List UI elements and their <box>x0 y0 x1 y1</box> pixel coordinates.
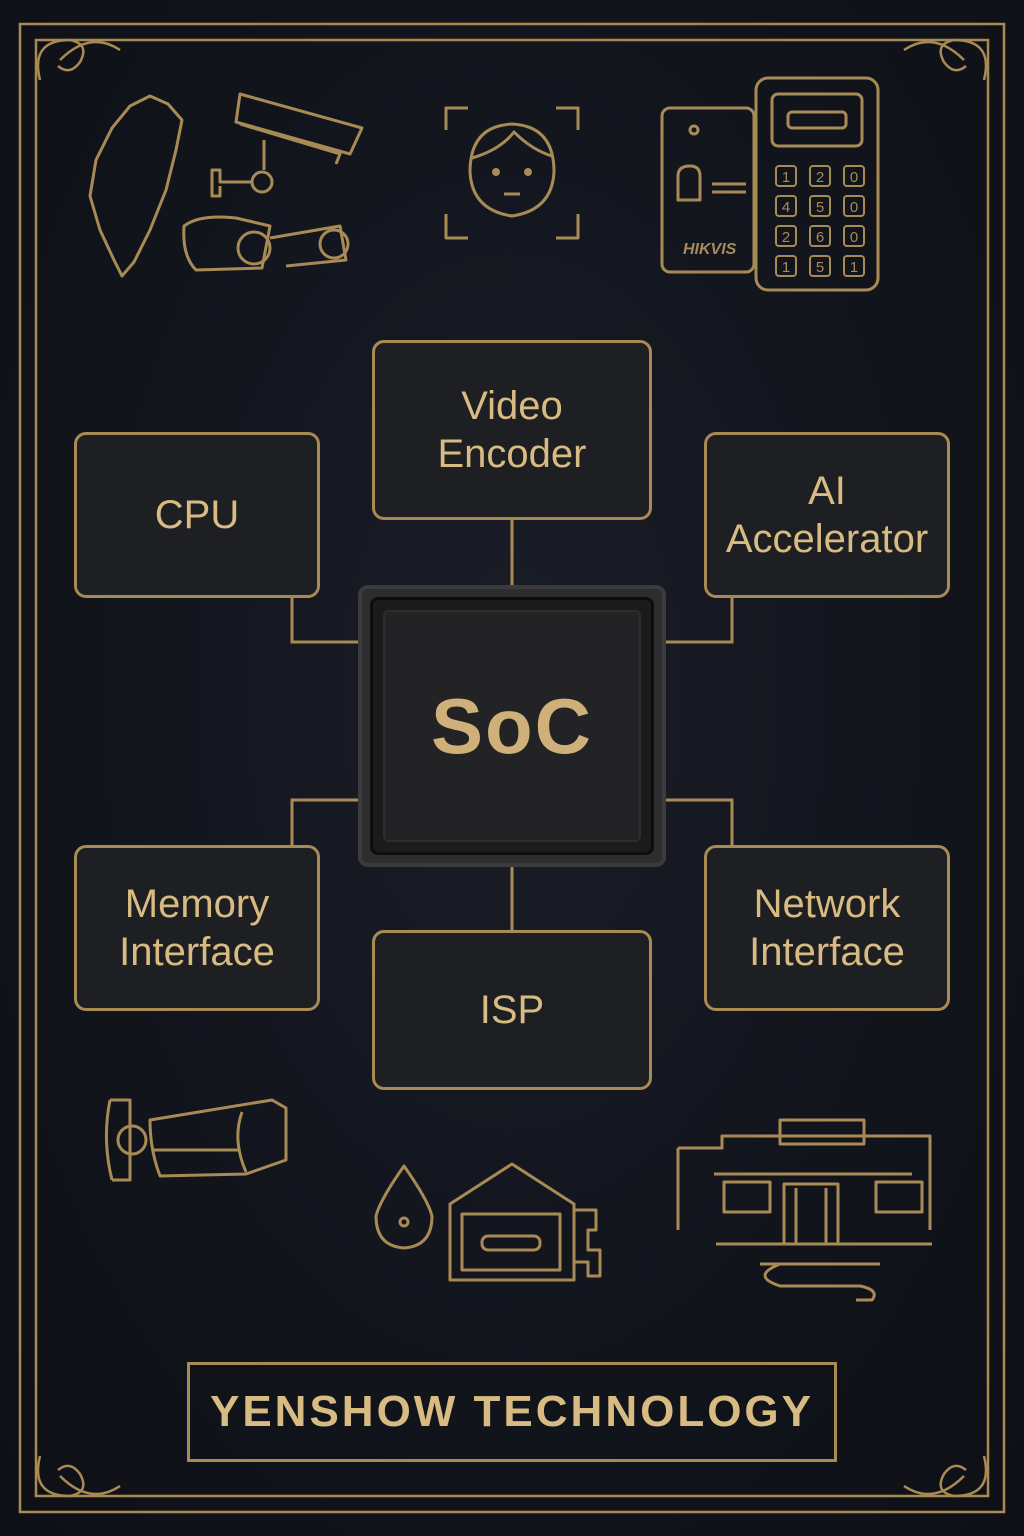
keypad-key <box>843 255 865 277</box>
smart-garage-icon <box>448 1162 602 1282</box>
keypad-key <box>809 255 831 277</box>
keypad-key-label: 4 <box>782 199 790 216</box>
keypad-key-label: 1 <box>850 259 858 276</box>
video-encoder-block: Video Encoder <box>372 340 652 520</box>
keypad-key-label: 6 <box>816 229 824 246</box>
water-drop-icon <box>374 1164 434 1250</box>
network-interface-label: Network Interface <box>749 882 905 974</box>
keypad-key <box>843 165 865 187</box>
keypad-key <box>775 165 797 187</box>
access-control-panel-icon <box>660 76 880 292</box>
keypad-icon: 1 2 0 4 5 0 2 6 0 1 5 1 <box>775 165 865 277</box>
keypad-key-label: 0 <box>850 229 858 246</box>
cpu-label: CPU <box>154 493 240 537</box>
keypad-key-label: 0 <box>850 169 858 186</box>
memory-interface-block: Memory Interface <box>74 845 320 1011</box>
ai-accelerator-block: AI Accelerator <box>704 432 950 598</box>
keypad-key-label: 2 <box>816 169 824 186</box>
keypad-key <box>775 195 797 217</box>
video-encoder-label: Video Encoder <box>437 384 587 476</box>
soc-chip: SoC <box>358 585 666 867</box>
bullet-camera-icon <box>104 1098 288 1182</box>
memory-interface-label: Memory Interface <box>119 882 275 974</box>
keypad-key-label: 5 <box>816 259 824 276</box>
ai-accelerator-label: AI Accelerator <box>725 469 929 561</box>
keypad-key <box>775 225 797 247</box>
keypad-key-label: 5 <box>816 199 824 216</box>
keypad-key-label: 1 <box>782 169 790 186</box>
storefront-icon <box>676 1118 932 1302</box>
cctv-camera-icon <box>210 92 364 198</box>
brand-banner: YENSHOW TECHNOLOGY <box>187 1362 837 1462</box>
keypad-key <box>843 195 865 217</box>
soc-label: SoC <box>431 681 593 770</box>
dome-camera-icon <box>182 215 350 272</box>
keypad-key <box>809 195 831 217</box>
isp-label: ISP <box>479 988 545 1032</box>
network-interface-block: Network Interface <box>704 845 950 1011</box>
keypad-key-label: 0 <box>850 199 858 216</box>
taiwan-map-icon <box>88 94 184 278</box>
keypad-key <box>775 255 797 277</box>
keypad-key-label: 1 <box>782 259 790 276</box>
keypad-key-label: 2 <box>782 229 790 246</box>
brand-name: YENSHOW TECHNOLOGY <box>209 1387 815 1436</box>
isp-block: ISP <box>372 930 652 1090</box>
keypad-key <box>843 225 865 247</box>
access-panel-brand-text: HIKVIS <box>683 241 737 258</box>
keypad-key <box>809 165 831 187</box>
face-recognition-icon <box>444 106 580 240</box>
keypad-key <box>809 225 831 247</box>
cpu-block: CPU <box>74 432 320 598</box>
